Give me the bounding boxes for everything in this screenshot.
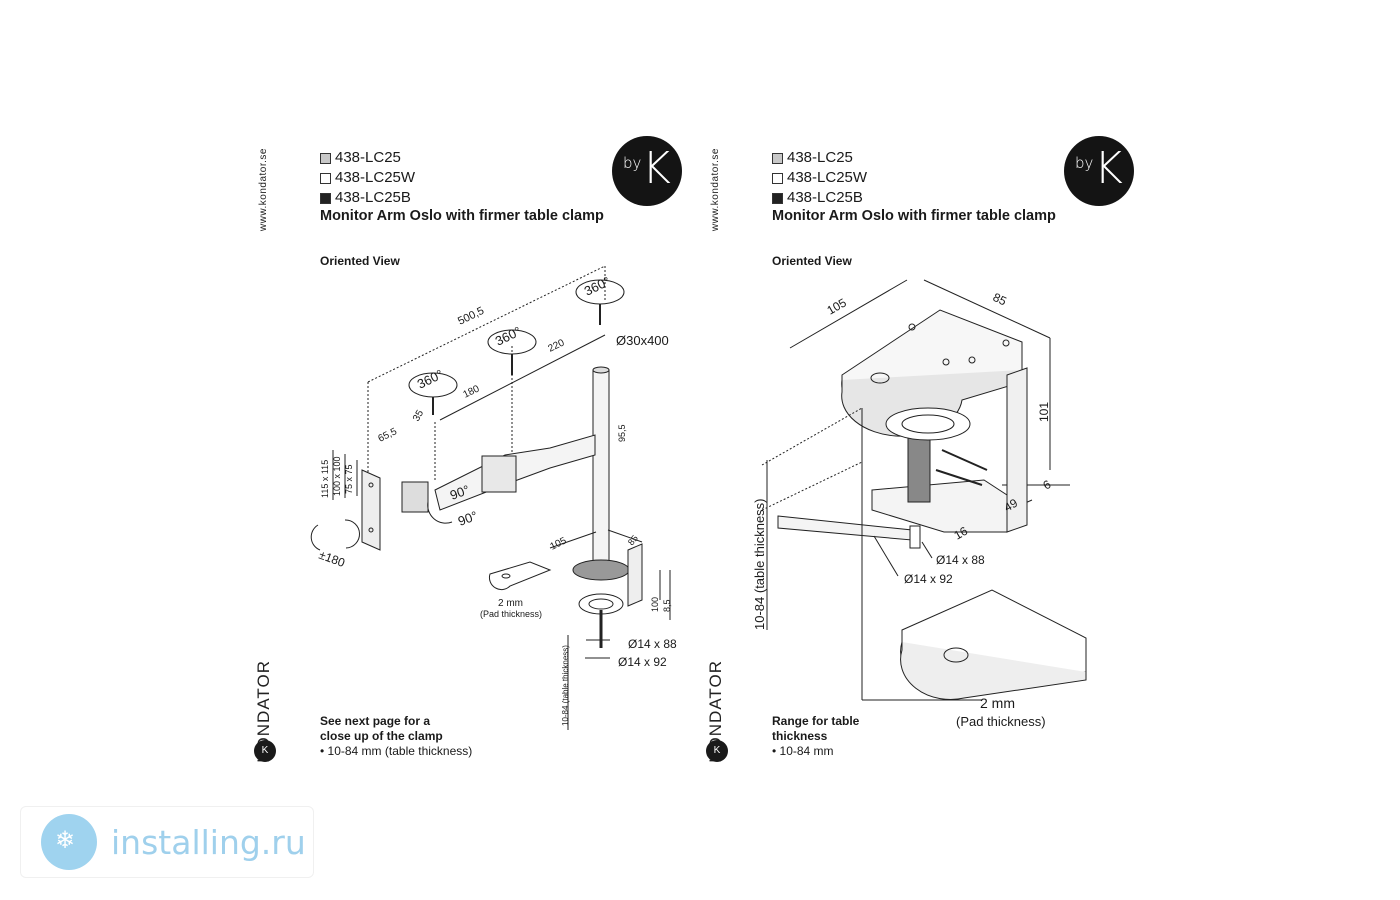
logo-by: by [623,154,642,172]
code-label: 438-LC25W [787,169,868,186]
grey-swatch [772,152,783,164]
brand-k-icon: K [254,740,276,762]
pad-thickness-note: (Pad thickness) [480,609,542,619]
code-label: 438-LC25 [335,149,401,166]
installing-watermark: ❄ installing.ru [20,806,314,878]
vesa-115: 115 x 115 [320,460,330,498]
grey-swatch [320,152,331,164]
product-title: Monitor Arm Oslo with firmer table clamp [320,208,604,224]
dim-85: 85 [991,290,1009,308]
dim-655: 65,5 [376,426,399,445]
product-codes: 438-LC25 438-LC25W 438-LC25B [772,148,867,208]
dim-500: 500,5 [456,305,486,328]
note-line-3: • 10-84 mm [772,744,834,758]
dim-101: 101 [1037,402,1051,422]
oriented-view-heading: Oriented View [320,254,400,268]
logo-k: K [642,143,671,194]
dim-180: 180 [461,383,481,400]
code-label: 438-LC25W [335,169,416,186]
note-line-1: Range for table [772,714,860,728]
note-line-3: • 10-84 mm (table thickness) [320,744,473,758]
dim-35: 35 [411,408,426,424]
code-row-grey: 438-LC25 [772,148,867,168]
range-label: 10-84 (table thickness) [752,498,767,630]
sheet-right: www.kondator.se 438-LC25 438-LC25W 438-L… [702,130,1142,790]
clamp-note: See next page for a close up of the clam… [320,714,472,759]
product-title: Monitor Arm Oslo with firmer table clamp [772,208,1056,224]
code-label: 438-LC25B [787,189,863,206]
code-row-grey: 438-LC25 [320,148,415,168]
range-label: 10-84 (table thickness) [561,645,570,726]
logo-k: K [1094,143,1123,194]
dim-220: 220 [546,337,566,354]
dim-105: 105 [825,295,850,317]
clamp-dim-105: 105 [548,535,568,552]
white-swatch [320,172,331,184]
watermark-logo-icon: ❄ [41,814,97,870]
white-swatch [772,172,783,184]
clamp-drawing: 105 85 101 49 6 16 Ø14 x 88 Ø14 x 92 10-… [752,279,1087,729]
code-row-white: 438-LC25W [320,168,415,188]
note-line-1: See next page for a [320,714,431,728]
swivel-label: ±180 [317,548,347,570]
note-line-2: close up of the clamp [320,729,443,743]
monitor-arm-drawing: 500,5 220 180 35 65,5 360° 360° 360° Ø30… [310,265,677,730]
product-codes: 438-LC25 438-LC25W 438-LC25B [320,148,415,208]
clamp-dim-85: 85 [626,533,640,547]
washer-88: Ø14 x 88 [628,637,677,651]
code-row-black: 438-LC25B [320,188,415,208]
code-row-white: 438-LC25W [772,168,867,188]
vesa-75: 75 x 75 [344,464,354,494]
range-note: Range for table thickness • 10-84 mm [772,714,859,759]
rotation-label-2: 360° [493,323,524,348]
washer-92: Ø14 x 92 [618,655,667,669]
sheet-left: www.kondator.se 438-LC25 438-LC25W 438-L… [250,130,690,790]
logo-by: by [1075,154,1094,172]
clamp-dim-85b: 8,5 [662,599,672,612]
tilt-label-1: 90° [448,482,472,503]
tilt-label-2: 90° [456,508,480,529]
black-swatch [320,192,331,204]
pole-dim: Ø30x400 [616,333,669,348]
washer-88: Ø14 x 88 [936,553,985,567]
dim-955: 95,5 [617,424,627,442]
by-k-logo: by K [1064,136,1134,206]
vesa-100: 100 x 100 [332,456,342,496]
washer-92: Ø14 x 92 [904,572,953,586]
brand-k-icon: K [706,740,728,762]
pad-thickness: 2 mm [498,598,523,609]
code-label: 438-LC25B [335,189,411,206]
rotation-label-3: 360° [582,273,613,298]
pad-thickness-note: (Pad thickness) [956,714,1046,729]
dim-16: 16 [952,524,971,543]
clamp-dim-100: 100 [650,597,660,612]
note-line-2: thickness [772,729,828,743]
oriented-view-heading: Oriented View [772,254,852,268]
dim-49: 49 [1002,496,1021,515]
code-row-black: 438-LC25B [772,188,867,208]
black-swatch [772,192,783,204]
watermark-text: installing.ru [111,822,306,862]
rotation-label-1: 360° [415,366,446,391]
pad-thickness: 2 mm [980,695,1015,711]
code-label: 438-LC25 [787,149,853,166]
by-k-logo: by K [612,136,682,206]
